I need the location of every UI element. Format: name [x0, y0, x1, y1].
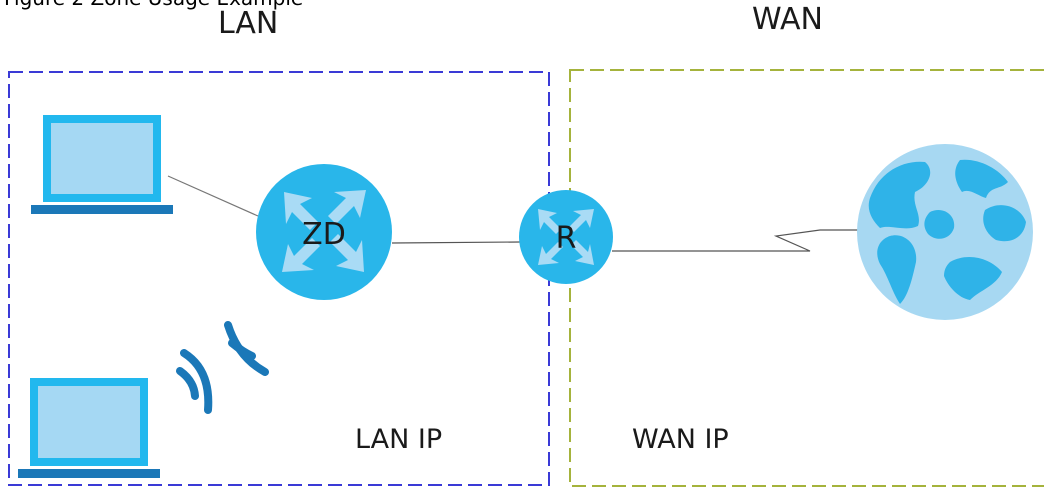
r-label: R	[556, 221, 577, 256]
link-laptop-zd	[167, 175, 259, 217]
zd-router-icon	[256, 164, 392, 300]
link-r-internet	[612, 229, 858, 252]
lan-zone-title: LAN	[218, 6, 279, 41]
wireless-client-laptop-icon	[18, 378, 160, 478]
figure-caption: Figure 2 Zone Usage Example	[4, 0, 303, 10]
lan-ip-label: LAN IP	[355, 424, 443, 455]
wired-client-laptop-icon	[31, 115, 173, 214]
link-zd-r	[391, 241, 521, 244]
wan-zone-title: WAN	[752, 2, 823, 37]
internet-globe-icon	[857, 144, 1033, 320]
r-router-icon	[519, 190, 613, 284]
zd-label: ZD	[302, 217, 346, 252]
wan-ip-label: WAN IP	[632, 424, 729, 455]
wifi-signal-icon	[176, 321, 269, 414]
